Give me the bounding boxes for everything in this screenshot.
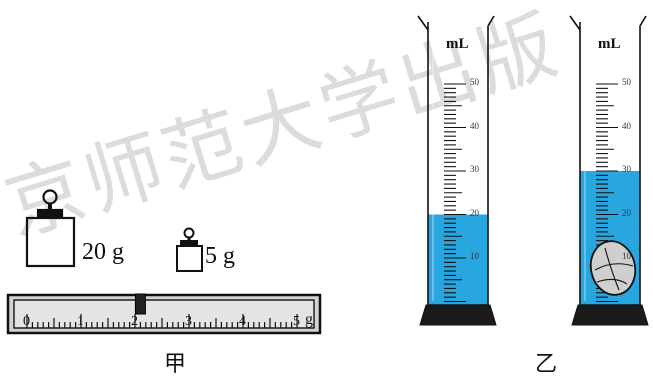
weight-20g-body bbox=[25, 216, 76, 268]
cylinder-scale-label: 50 bbox=[470, 77, 479, 87]
cylinder-unit-label: mL bbox=[598, 36, 621, 52]
stone bbox=[589, 240, 637, 296]
rule-tick-label: 4 bbox=[239, 314, 246, 329]
cylinder-scale-label: 20 bbox=[622, 207, 631, 218]
rule-unit-label: g bbox=[305, 311, 313, 328]
scale-rule bbox=[6, 293, 322, 335]
weight-5g-hook bbox=[183, 227, 195, 239]
cylinder-scale-label: 30 bbox=[470, 164, 479, 174]
rule-tick-label: 2 bbox=[131, 314, 138, 329]
cylinder-spout bbox=[417, 15, 495, 31]
cylinder-scale-label: 50 bbox=[622, 77, 631, 87]
cylinder-unit-label: mL bbox=[446, 36, 469, 52]
weight-20g-label: 20 g bbox=[82, 239, 124, 265]
rule-tick-label: 0 bbox=[23, 314, 30, 329]
rule-tick-label: 1 bbox=[77, 314, 84, 329]
graduated-cylinder-1 bbox=[417, 15, 497, 326]
cylinder-base bbox=[571, 304, 649, 326]
cylinder-scale-label: 20 bbox=[470, 207, 479, 218]
rule-tick-label: 5 bbox=[293, 314, 300, 329]
weight-5g bbox=[176, 227, 203, 272]
rider[interactable] bbox=[134, 293, 146, 315]
weight-5g-body bbox=[176, 245, 203, 272]
weight-5g-label: 5 g bbox=[205, 243, 235, 269]
cylinder-base bbox=[419, 304, 497, 326]
weight-20g bbox=[25, 189, 76, 268]
cylinder-scale-label: 10 bbox=[470, 251, 479, 261]
rule-ticks bbox=[26, 314, 298, 328]
caption-jia: 甲 bbox=[164, 351, 187, 376]
caption-yi: 乙 bbox=[535, 351, 558, 376]
graduated-cylinder-2 bbox=[569, 15, 649, 326]
cylinder-scale-label: 10 bbox=[622, 251, 631, 261]
cylinder-scale-label: 40 bbox=[470, 120, 479, 131]
cylinder-spout bbox=[569, 15, 647, 31]
cylinder-scale-label: 30 bbox=[622, 164, 631, 174]
weight-20g-hook bbox=[42, 189, 58, 205]
rule-tick-label: 3 bbox=[185, 314, 192, 329]
cylinder-scale-label: 40 bbox=[622, 120, 631, 131]
water bbox=[428, 214, 488, 305]
